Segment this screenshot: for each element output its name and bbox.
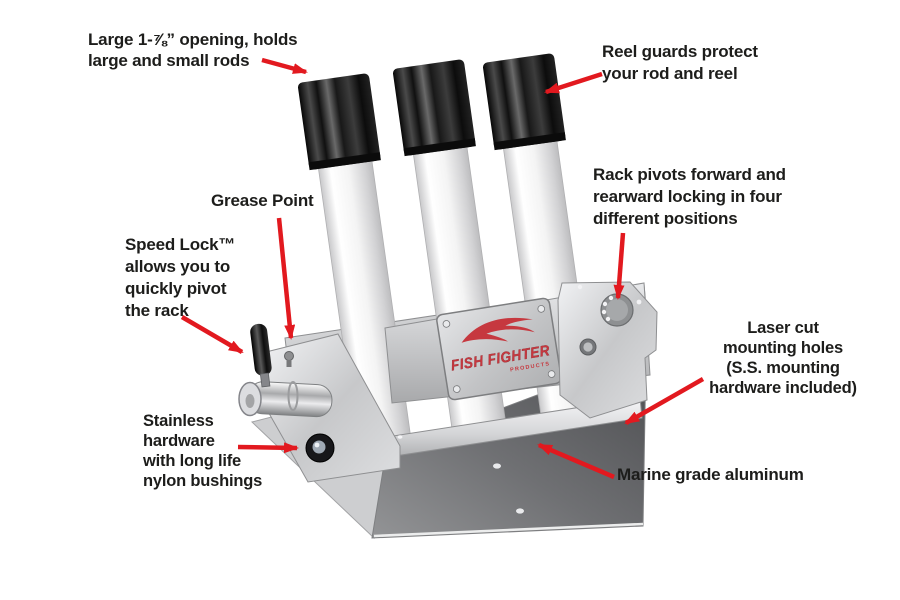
- callout-line: different positions: [593, 209, 738, 228]
- cap-rim: [403, 138, 476, 157]
- mounting-hole: [493, 463, 501, 469]
- rivet: [442, 320, 451, 328]
- arrow-speed-lock: [180, 315, 244, 354]
- rivet: [452, 385, 461, 393]
- callout-line: rearward locking in four: [593, 187, 782, 206]
- reel-guard-cap: [482, 53, 566, 150]
- lock-position-hole: [608, 295, 614, 301]
- cylinder-ring: [287, 381, 299, 411]
- callout-rack-pivots: Rack pivots forward and rearward locking…: [593, 164, 786, 230]
- callout-stainless-hardware: Stainless hardware with long life nylon …: [143, 411, 262, 491]
- grease-fitting: [284, 351, 294, 361]
- callout-line: Stainless: [143, 412, 214, 430]
- pivot-disc: [600, 293, 634, 327]
- pivot-bolt: [579, 338, 597, 356]
- callout-line: (S.S. mounting: [726, 359, 840, 377]
- callout-grease-point: Grease Point: [211, 190, 314, 211]
- logo-plate: FISH FIGHTER PRODUCTS: [436, 297, 562, 401]
- callout-line: Laser cut: [747, 319, 819, 337]
- callout-opening: Large 1-⅞” opening, holds large and smal…: [88, 29, 298, 71]
- grease-fitting-stem: [286, 360, 292, 367]
- callout-line: hardware: [143, 432, 215, 450]
- callout-line: large and small rods: [88, 51, 250, 70]
- callout-line: nylon bushings: [143, 472, 263, 490]
- callout-speed-lock: Speed Lock™ allows you to quickly pivot …: [125, 234, 235, 322]
- arrow-grease-point: [276, 217, 296, 340]
- arrow-reel-guards: [544, 71, 603, 95]
- callout-line: Large 1-⅞” opening, holds: [88, 30, 298, 49]
- callout-marine-grade: Marine grade aluminum: [617, 464, 804, 485]
- callout-line: mounting holes: [722, 339, 844, 357]
- callout-line: Grease Point: [211, 191, 314, 210]
- flange-hole: [245, 394, 255, 408]
- arrow-stainless: [237, 442, 299, 454]
- fish-logo-icon: [461, 317, 535, 343]
- handle-shaft: [259, 372, 271, 388]
- cap-rim: [493, 132, 566, 151]
- base-bottom-lip: [373, 522, 644, 538]
- rail-hole: [397, 435, 403, 439]
- plate-hole: [636, 299, 642, 305]
- nylon-bushing: [305, 433, 335, 463]
- reel-guard-cap: [297, 73, 381, 170]
- callout-line: Reel guards protect: [602, 42, 758, 61]
- arrow-laser-cut: [624, 377, 705, 425]
- rivet: [537, 305, 546, 313]
- callout-line: Rack pivots forward and: [593, 165, 786, 184]
- callout-line: hardware included): [709, 379, 857, 397]
- callout-line: allows you to: [125, 257, 231, 276]
- lock-position-hole: [602, 301, 608, 307]
- arrow-rack-pivots: [613, 232, 626, 300]
- callout-line: Marine grade aluminum: [617, 465, 804, 484]
- callout-line: your rod and reel: [602, 64, 738, 83]
- callout-line: with long life: [143, 452, 242, 470]
- right-side-plate: [557, 281, 658, 419]
- lock-position-hole: [605, 316, 611, 322]
- speed-lock-handle: [250, 323, 272, 376]
- arrow-opening: [261, 57, 308, 75]
- lock-position-hole: [601, 309, 607, 315]
- callout-arrows: [180, 57, 705, 480]
- callout-line: quickly pivot: [125, 279, 227, 298]
- plate-hole: [577, 284, 583, 290]
- callout-reel-guards: Reel guards protect your rod and reel: [602, 41, 758, 85]
- reel-guard-cap: [392, 59, 476, 156]
- rod-tube-left: [297, 73, 413, 453]
- callout-laser-cut: Laser cut mounting holes (S.S. mounting …: [688, 318, 878, 398]
- callout-line: Speed Lock™: [125, 235, 236, 254]
- arrow-marine: [537, 442, 615, 480]
- rivet: [547, 370, 556, 378]
- speed-lock-assembly: [238, 323, 333, 418]
- mounting-hole: [516, 508, 524, 514]
- cap-rim: [308, 152, 381, 171]
- callout-line: the rack: [125, 301, 189, 320]
